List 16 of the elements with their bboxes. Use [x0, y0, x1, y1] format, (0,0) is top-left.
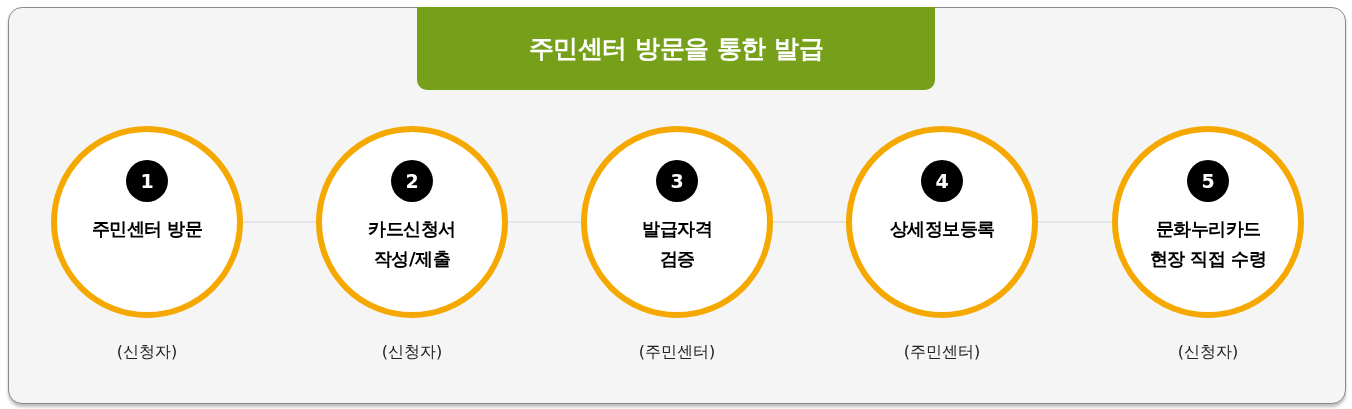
- role-caption: (신청자): [381, 341, 443, 363]
- step-label: 카드신청서 작성/제출: [367, 217, 457, 271]
- step-number: 2: [391, 160, 433, 202]
- role-caption: (신청자): [1177, 341, 1239, 363]
- step-label: 상세정보등록: [888, 217, 996, 241]
- step-number: 4: [921, 160, 963, 202]
- role-caption: (신청자): [116, 341, 178, 363]
- step-number: 5: [1187, 160, 1229, 202]
- step-label: 문화누리카드 현장 직접 수령: [1148, 217, 1268, 271]
- step-number: 1: [126, 160, 168, 202]
- role-caption: (주민센터): [903, 341, 981, 363]
- role-caption: (주민센터): [638, 341, 716, 363]
- step-number: 3: [656, 160, 698, 202]
- step-label: 주민센터 방문: [90, 217, 204, 241]
- title-banner: 주민센터 방문을 통한 발급: [417, 7, 935, 90]
- step-label: 발급자격 검증: [641, 217, 713, 271]
